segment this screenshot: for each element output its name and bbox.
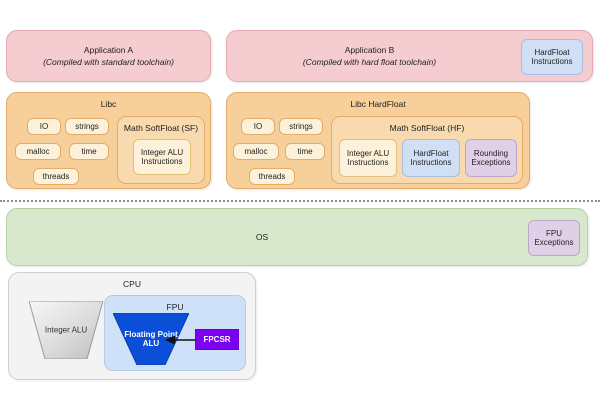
- fpu-title: FPU: [166, 302, 184, 312]
- math-softfloat-sf-title: Math SoftFloat (SF): [123, 123, 199, 133]
- math-hf-unit-integer-alu-instructions: Integer ALU Instructions: [339, 139, 397, 177]
- libc-chip-strings: strings: [65, 118, 109, 135]
- libc-hardfloat-box: Libc HardFloat IO strings malloc time th…: [226, 92, 530, 189]
- floating-point-alu-unit: Floating Point ALU: [113, 313, 189, 365]
- fpcsr-to-fpalu-arrow-icon: [165, 335, 196, 345]
- app-b-hardfloat-instructions-badge: HardFloat Instructions: [521, 39, 583, 75]
- application-a-text: Application A (Compiled with standard to…: [7, 45, 210, 67]
- libc-box: Libc IO strings malloc time threads Math…: [6, 92, 211, 189]
- libc-hf-chip-io: IO: [241, 118, 275, 135]
- cpu-box: CPU Integer ALU FPU: [8, 272, 256, 380]
- libc-chip-threads: threads: [33, 168, 79, 185]
- floating-point-alu-trapezoid-icon: [113, 313, 189, 365]
- floating-point-alu-label: Floating Point ALU: [124, 329, 178, 348]
- fpu-box: FPU Floating Point ALU FPCSR: [104, 295, 246, 371]
- integer-alu-unit: Integer ALU: [29, 301, 103, 359]
- application-b-text: Application B (Compiled with hard float …: [227, 45, 512, 67]
- libc-chip-time: time: [69, 143, 109, 160]
- libc-hardfloat-title: Libc HardFloat: [350, 99, 406, 109]
- libc-chip-io: IO: [27, 118, 61, 135]
- math-hf-unit-rounding-exceptions: Rounding Exceptions: [465, 139, 517, 177]
- libc-title: Libc: [100, 99, 117, 109]
- os-title: OS: [255, 232, 269, 242]
- application-a-title: Application A: [83, 44, 134, 55]
- math-hf-unit-hardfloat-instructions: HardFloat Instructions: [402, 139, 460, 177]
- application-b-box: Application B (Compiled with hard float …: [226, 30, 593, 82]
- hardware-software-divider: [0, 200, 600, 202]
- fpu-exceptions-badge: FPU Exceptions: [528, 220, 580, 256]
- math-sf-unit-integer-alu-instructions: Integer ALU Instructions: [133, 139, 191, 175]
- integer-alu-trapezoid-icon: [29, 301, 103, 359]
- application-a-subtitle: (Compiled with standard toolchain): [43, 57, 174, 67]
- fpcsr-register: FPCSR: [195, 329, 239, 350]
- math-softfloat-hf-title: Math SoftFloat (HF): [389, 123, 465, 133]
- cpu-title: CPU: [123, 279, 141, 289]
- libc-hf-chip-time: time: [285, 143, 325, 160]
- integer-alu-label: Integer ALU: [44, 325, 88, 335]
- application-b-subtitle: (Compiled with hard float toolchain): [302, 57, 437, 67]
- math-softfloat-hf-box: Math SoftFloat (HF) Integer ALU Instruct…: [331, 116, 523, 184]
- libc-hf-chip-threads: threads: [249, 168, 295, 185]
- libc-hf-chip-malloc: malloc: [233, 143, 279, 160]
- application-b-title: Application B: [344, 44, 395, 55]
- libc-hf-chip-strings: strings: [279, 118, 323, 135]
- math-softfloat-sf-box: Math SoftFloat (SF) Integer ALU Instruct…: [117, 116, 205, 184]
- os-box: OS FPU Exceptions: [6, 208, 588, 266]
- application-a-box: Application A (Compiled with standard to…: [6, 30, 211, 82]
- libc-chip-malloc: malloc: [15, 143, 61, 160]
